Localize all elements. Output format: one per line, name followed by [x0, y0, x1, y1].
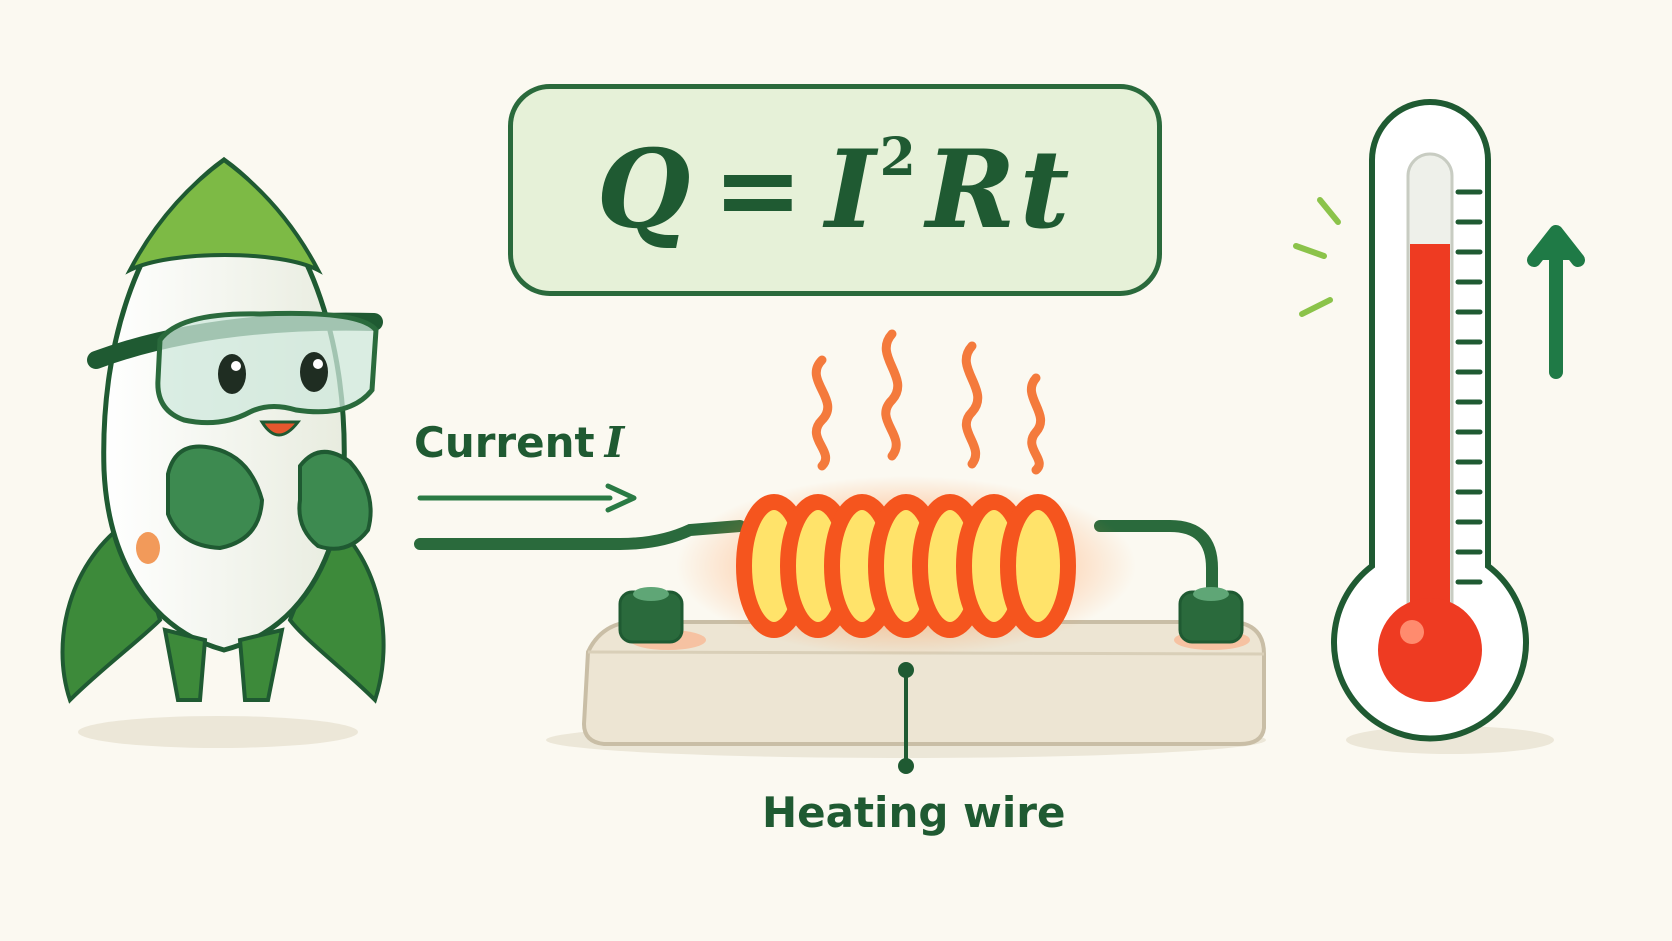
terminal-left [618, 587, 706, 650]
joule-heating-formula: Q=I2Rt [597, 127, 1074, 253]
formula-heat-symbol: Q [596, 127, 695, 253]
current-label-text: Current [414, 418, 595, 467]
current-label-symbol: I [604, 418, 625, 467]
formula-time-symbol: t [1019, 127, 1074, 253]
up-arrow-icon [1527, 225, 1585, 379]
heating-wire-pointer [898, 662, 914, 774]
terminal-right [1174, 587, 1250, 650]
formula-exponent: 2 [879, 127, 920, 188]
spark-lines [1293, 197, 1341, 317]
formula-equals: = [712, 127, 808, 253]
coil-loop [1000, 494, 1076, 638]
formula-box: Q=I2Rt [508, 84, 1162, 296]
formula-resistance-symbol: R [925, 127, 1020, 253]
lead-wire-left [414, 520, 746, 550]
coil-icon [676, 476, 1136, 656]
heat-wave-icon [811, 329, 1046, 475]
heating-wire-label: Heating wire [762, 788, 1066, 837]
current-arrow-icon [417, 483, 637, 513]
formula-current-symbol: I [825, 127, 880, 253]
lead-wire-right [1094, 520, 1218, 606]
thermometer-icon [1331, 99, 1554, 754]
rocket-mascot-icon [60, 156, 386, 748]
